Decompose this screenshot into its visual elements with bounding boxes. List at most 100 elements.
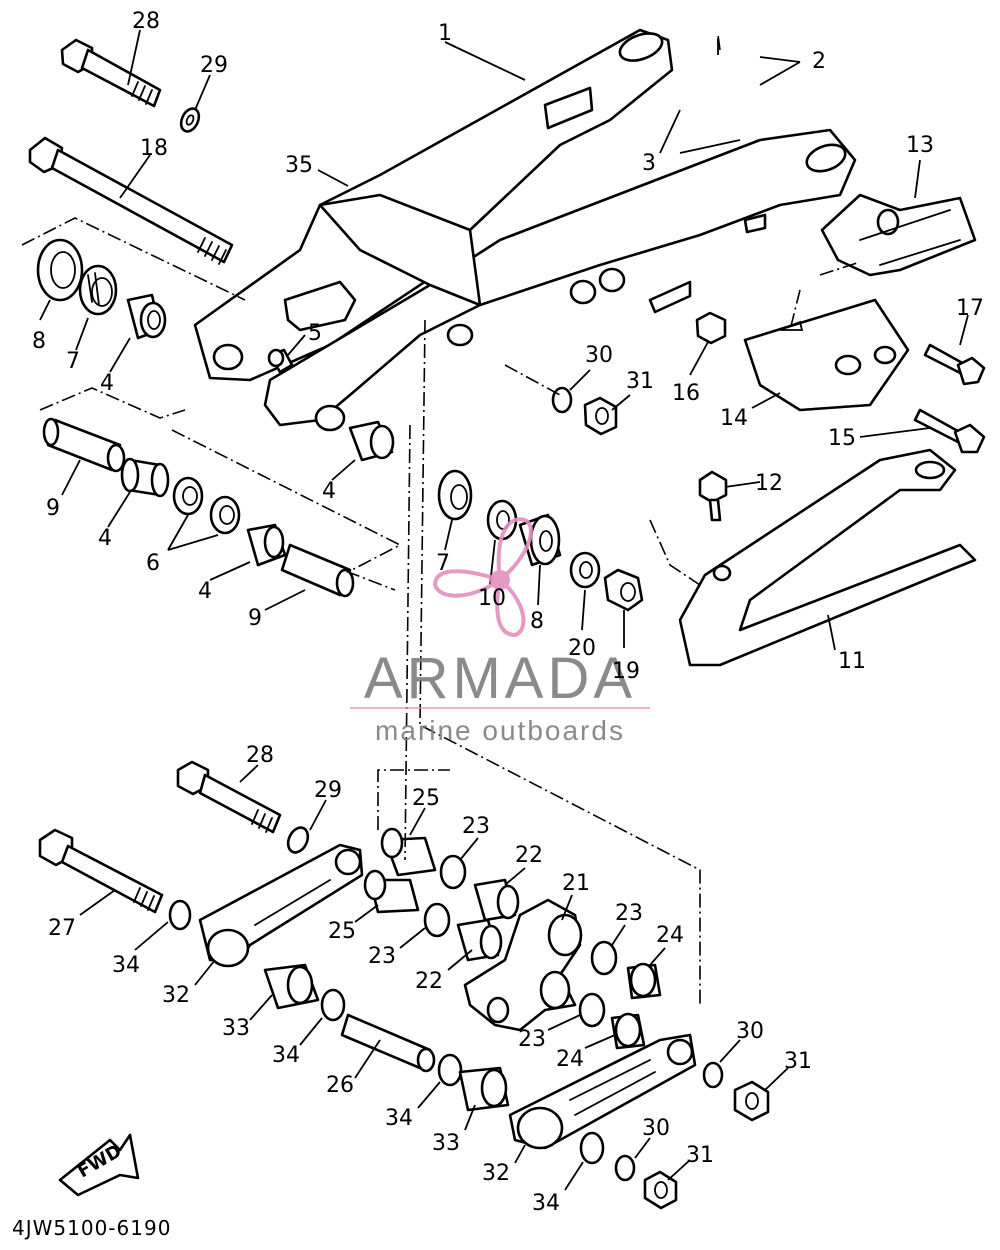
callout-32-b: 32 — [482, 1161, 510, 1186]
washer-30-bottom-b — [614, 1154, 636, 1182]
callout-35: 35 — [285, 153, 313, 178]
bolt-5 — [267, 348, 294, 374]
collar-33-right — [458, 1066, 510, 1112]
propeller-logo-icon — [432, 517, 533, 638]
bearing-6-a — [172, 476, 204, 516]
thrust-cover-7-right — [437, 469, 473, 521]
callout-4-a: 4 — [100, 371, 114, 396]
callout-13: 13 — [906, 133, 934, 158]
callout-24-b: 24 — [556, 1047, 584, 1072]
bolt-27 — [38, 828, 164, 914]
thrust-cover-7-left — [78, 264, 118, 316]
callout-32-a: 32 — [162, 983, 190, 1008]
collar-33-left — [263, 963, 320, 1010]
oil-seal-8-left — [36, 238, 84, 302]
callout-7-a: 7 — [66, 349, 80, 374]
seal-23-a — [439, 854, 467, 890]
collar-25-b — [363, 869, 420, 914]
callout-27: 27 — [48, 916, 76, 941]
callout-4-b: 4 — [98, 526, 112, 551]
callout-30-a: 30 — [585, 343, 613, 368]
callout-3: 3 — [642, 151, 656, 176]
callout-10: 10 — [478, 586, 506, 611]
callout-4-d: 4 — [322, 479, 336, 504]
bolt-17 — [923, 343, 986, 386]
arm-11 — [678, 448, 977, 667]
relay-arm-21 — [463, 898, 583, 1032]
bolt-15 — [913, 408, 986, 454]
collar-24-b — [610, 1012, 646, 1050]
callout-1: 1 — [438, 21, 452, 46]
callout-34-c: 34 — [385, 1106, 413, 1131]
callout-12: 12 — [755, 471, 783, 496]
nut-31-bottom-b — [643, 1170, 678, 1210]
bolt-28-bottom — [176, 760, 282, 834]
callout-34-b: 34 — [272, 1043, 300, 1068]
bolt-12 — [698, 470, 728, 522]
collar-9-left — [42, 417, 126, 473]
callout-30-c: 30 — [642, 1116, 670, 1141]
chain-guide-plate-14 — [743, 298, 910, 412]
washer-34-b — [320, 988, 346, 1022]
callout-21: 21 — [562, 871, 590, 896]
callout-labels: 1 2 3 4 4 4 4 5 6 7 7 8 8 9 9 10 11 12 1… — [32, 9, 984, 1216]
washer-29-top — [179, 107, 201, 133]
callout-28-b: 28 — [246, 743, 274, 768]
washer-34-a — [168, 899, 192, 931]
nut-31-top — [583, 396, 618, 436]
washer-34-c — [437, 1053, 463, 1087]
seal-23-d — [578, 992, 606, 1028]
callout-34-d: 34 — [532, 1191, 560, 1216]
washer-30-bottom-a — [702, 1061, 724, 1089]
forward-arrow-icon: FWD — [58, 1133, 140, 1197]
diagram-code: 4JW5100-6190 — [12, 1216, 171, 1240]
callout-31-a: 31 — [626, 369, 654, 394]
seal-23-c — [590, 940, 618, 976]
callout-18: 18 — [140, 136, 168, 161]
callout-9-b: 9 — [248, 606, 262, 631]
bearing-4-mid-right — [246, 523, 287, 567]
callout-20: 20 — [568, 636, 596, 661]
collar-24-a — [626, 962, 662, 1000]
callout-8-b: 8 — [530, 609, 544, 634]
bearing-4-left — [126, 293, 167, 340]
bearing-4-center — [348, 420, 395, 462]
collar-9-right — [280, 543, 355, 598]
callout-22-b: 22 — [415, 969, 443, 994]
callout-25-a: 25 — [412, 786, 440, 811]
callout-26: 26 — [326, 1073, 354, 1098]
watermark-tagline: marine outboards — [375, 715, 625, 746]
bearing-6-b — [209, 495, 241, 535]
callout-31-c: 31 — [686, 1143, 714, 1168]
callout-28-a: 28 — [132, 9, 160, 34]
callout-24-a: 24 — [656, 923, 684, 948]
callout-22-a: 22 — [515, 843, 543, 868]
washer-29-bottom — [286, 826, 310, 854]
callout-29-b: 29 — [314, 778, 342, 803]
connecting-rod-32-left — [198, 843, 364, 968]
washer-20 — [569, 551, 601, 589]
armada-watermark: ARMADA marine outboards — [350, 517, 650, 746]
nut-31-bottom-a — [733, 1080, 770, 1122]
bearing-22-b — [456, 918, 503, 962]
callout-23-d: 23 — [518, 1027, 546, 1052]
callout-4-c: 4 — [198, 579, 212, 604]
collar-26 — [340, 1013, 436, 1073]
leader-lines — [39, 29, 969, 1191]
pivot-bolt-18 — [28, 136, 234, 265]
bolt-28-top — [60, 38, 162, 108]
callout-25-b: 25 — [328, 919, 356, 944]
callout-5: 5 — [308, 321, 322, 346]
callout-11: 11 — [838, 649, 866, 674]
swingarm — [193, 28, 857, 432]
watermark-brand: ARMADA — [364, 646, 636, 711]
callout-23-b: 23 — [368, 944, 396, 969]
assembly-lines — [21, 34, 861, 1005]
callout-19: 19 — [612, 659, 640, 684]
bearing-4-mid-left — [120, 457, 170, 498]
callout-33-a: 33 — [222, 1016, 250, 1041]
callout-14: 14 — [720, 406, 748, 431]
callout-29-a: 29 — [200, 53, 228, 78]
callout-7-b: 7 — [436, 551, 450, 576]
